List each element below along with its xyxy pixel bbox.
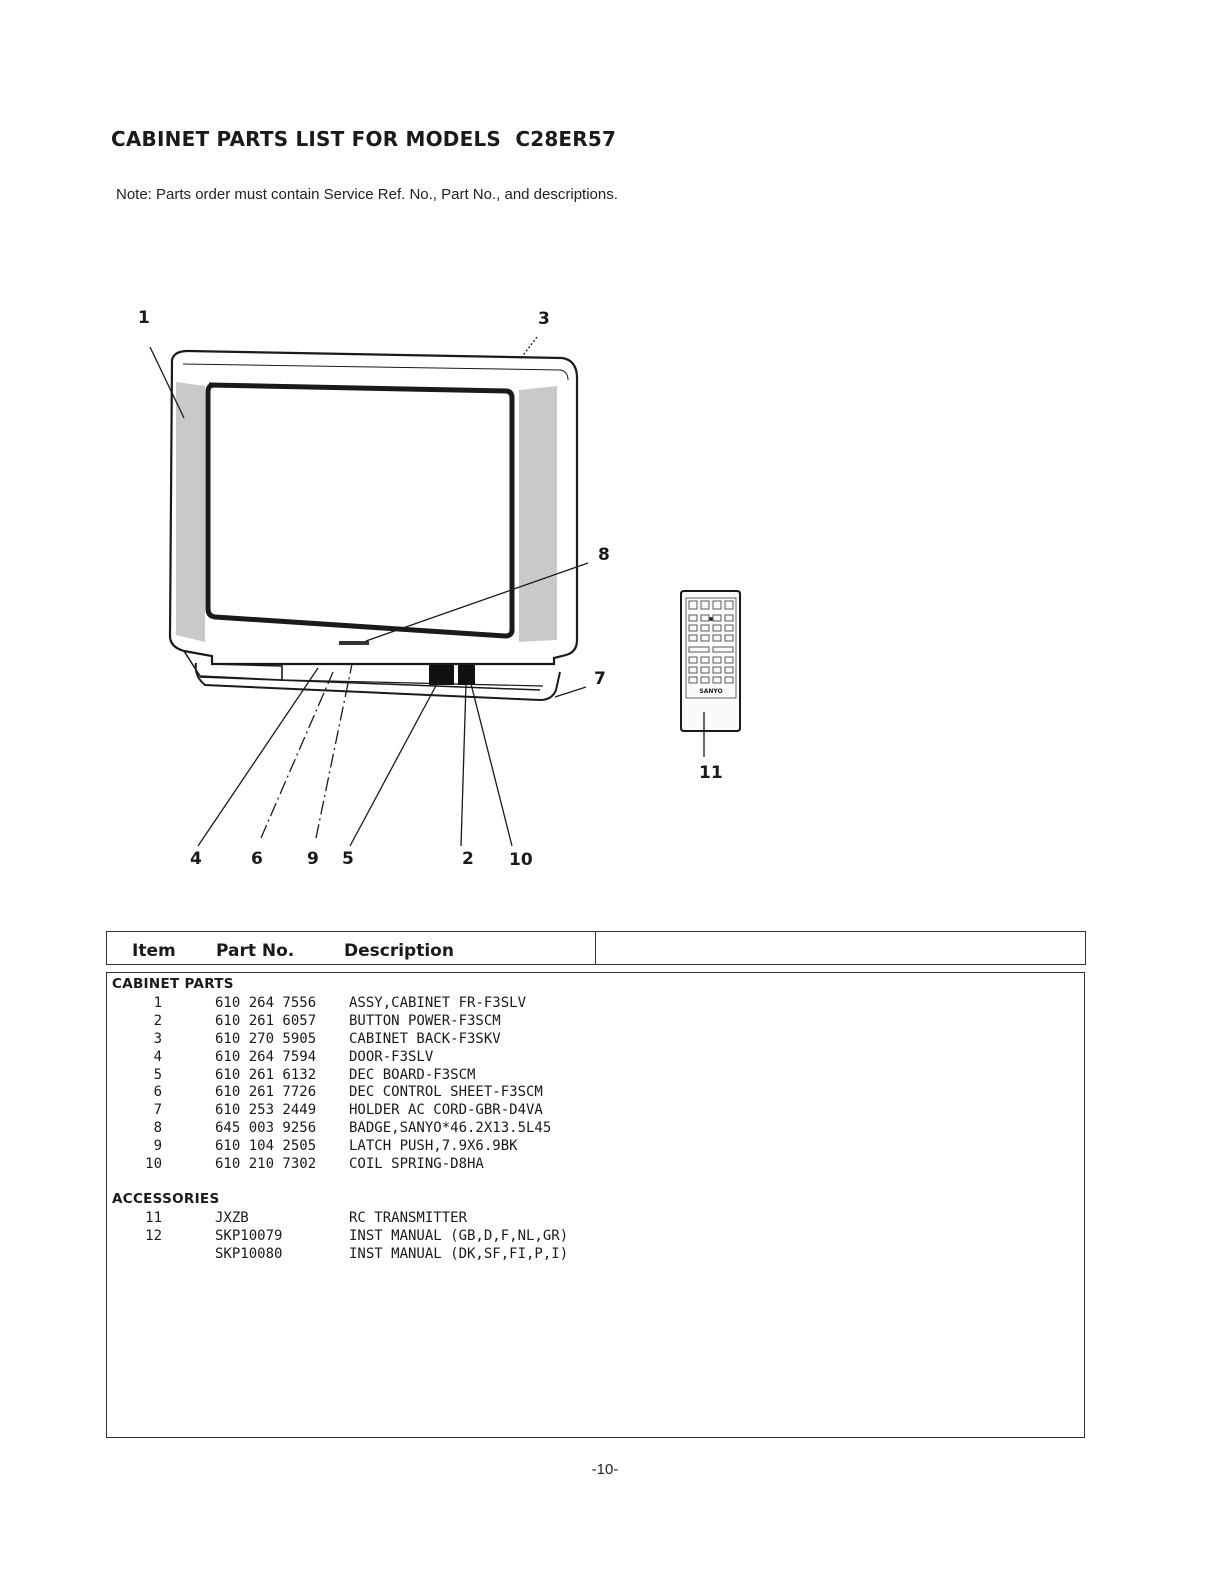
order-note: Note: Parts order must contain Service R… xyxy=(116,186,618,203)
description-cell: RC TRANSMITTER xyxy=(349,1209,468,1226)
item-cell: 5 xyxy=(153,1066,162,1083)
header-item: Item xyxy=(132,941,176,961)
table-row: 6 610 261 7726 DEC CONTROL SHEET-F3SCM xyxy=(107,1083,807,1101)
table-row: 11 JXZB RC TRANSMITTER xyxy=(107,1209,807,1227)
part-number-cell: 610 261 7726 xyxy=(215,1084,317,1101)
header-description: Description xyxy=(344,941,454,961)
description-cell: DEC CONTROL SHEET-F3SCM xyxy=(349,1084,543,1101)
header-divider xyxy=(595,932,596,964)
description-cell: BADGE,SANYO*46.2X13.5L45 xyxy=(349,1120,552,1137)
callout-8: 8 xyxy=(598,545,610,565)
part-number-cell: 610 261 6057 xyxy=(215,1012,317,1029)
description-cell: INST MANUAL (GB,D,F,NL,GR) xyxy=(349,1227,569,1244)
description-cell: CABINET BACK-F3SKV xyxy=(349,1030,501,1047)
part-number-cell: 610 264 7556 xyxy=(215,994,317,1011)
callout-9: 9 xyxy=(307,849,319,869)
table-row: 7 610 253 2449 HOLDER AC CORD-GBR-D4VA xyxy=(107,1101,807,1119)
parts-table-header: Item Part No. Description xyxy=(106,931,1086,965)
item-cell: 7 xyxy=(153,1102,162,1119)
table-row: 10 610 210 7302 COIL SPRING-D8HA xyxy=(107,1155,807,1173)
item-cell: 9 xyxy=(153,1138,162,1155)
table-row: 12 SKP10079 INST MANUAL (GB,D,F,NL,GR) xyxy=(107,1227,807,1245)
item-cell: 10 xyxy=(145,1156,162,1172)
item-cell: 2 xyxy=(153,1012,162,1029)
callout-1: 1 xyxy=(138,308,150,328)
callout-2: 2 xyxy=(462,849,474,869)
table-row: 5 610 261 6132 DEC BOARD-F3SCM xyxy=(107,1066,807,1084)
callout-11: 11 xyxy=(699,763,723,783)
part-number-cell: 610 253 2449 xyxy=(215,1102,317,1119)
callout-10: 10 xyxy=(509,850,533,870)
description-cell: COIL SPRING-D8HA xyxy=(349,1156,484,1172)
table-row: 4 610 264 7594 DOOR-F3SLV xyxy=(107,1048,807,1066)
description-cell: LATCH PUSH,7.9X6.9BK xyxy=(349,1138,518,1155)
table-row: 1 610 264 7556 ASSY,CABINET FR-F3SLV xyxy=(107,994,807,1012)
item-cell: 8 xyxy=(153,1120,162,1137)
part-number-cell: 610 261 6132 xyxy=(215,1066,317,1083)
part-number-cell: 645 003 9256 xyxy=(215,1120,317,1137)
remote-control: SANYO xyxy=(680,590,741,732)
description-cell: INST MANUAL (DK,SF,FI,P,I) xyxy=(349,1245,569,1262)
part-number-cell: 610 210 7302 xyxy=(215,1156,317,1172)
exploded-view-diagram: SANYO 1 3 8 7 11 4 6 9 5 2 10 xyxy=(138,308,741,870)
item-cell: 11 xyxy=(145,1209,162,1226)
callout-4: 4 xyxy=(190,849,202,869)
page-number: -10- xyxy=(591,1461,619,1478)
part-number-cell: 610 104 2505 xyxy=(215,1138,317,1155)
right-speaker-grille xyxy=(519,386,557,642)
item-cell: 1 xyxy=(153,994,162,1011)
part-number-cell: JXZB xyxy=(215,1209,249,1226)
section-label: CABINET PARTS xyxy=(112,976,234,992)
sanyo-badge xyxy=(339,641,369,645)
part-number-cell: SKP10080 xyxy=(215,1245,283,1262)
table-row: 3 610 270 5905 CABINET BACK-F3SKV xyxy=(107,1030,807,1048)
table-row: 9 610 104 2505 LATCH PUSH,7.9X6.9BK xyxy=(107,1137,807,1155)
remote-brand-label: SANYO xyxy=(699,688,722,695)
item-cell: 3 xyxy=(153,1030,162,1047)
description-cell: DEC BOARD-F3SCM xyxy=(349,1066,476,1083)
table-row: 2 610 261 6057 BUTTON POWER-F3SCM xyxy=(107,1012,807,1030)
callout-3: 3 xyxy=(538,309,550,329)
table-row: 8 645 003 9256 BADGE,SANYO*46.2X13.5L45 xyxy=(107,1119,807,1137)
control-button xyxy=(458,665,475,685)
part-number-cell: 610 264 7594 xyxy=(215,1048,317,1065)
header-part-no: Part No. xyxy=(216,941,295,961)
callout-7: 7 xyxy=(594,669,606,689)
callout-6: 6 xyxy=(251,849,263,869)
item-cell: 6 xyxy=(153,1084,162,1101)
leader-lines xyxy=(149,336,705,847)
part-number-cell: 610 270 5905 xyxy=(215,1030,317,1047)
item-cell: 12 xyxy=(145,1227,162,1244)
description-cell: DOOR-F3SLV xyxy=(349,1048,434,1065)
callout-5: 5 xyxy=(342,849,354,869)
item-cell: 4 xyxy=(153,1048,162,1065)
page-title: CABINET PARTS LIST FOR MODELS C28ER57 xyxy=(111,127,617,151)
left-speaker-grille xyxy=(176,382,205,642)
section-label: ACCESSORIES xyxy=(112,1190,220,1207)
power-button xyxy=(429,665,454,685)
parts-table-body: CABINET PARTS 1 610 264 7556 ASSY,CABINET F… xyxy=(106,972,1085,1438)
table-row: SKP10080 INST MANUAL (DK,SF,FI,P,I) xyxy=(107,1245,807,1263)
callout-numbers: 1 3 8 7 11 4 6 9 5 2 10 xyxy=(138,308,723,870)
description-cell: ASSY,CABINET FR-F3SLV xyxy=(349,994,527,1011)
part-number-cell: SKP10079 xyxy=(215,1227,283,1244)
tv-illustration xyxy=(168,349,579,702)
description-cell: BUTTON POWER-F3SCM xyxy=(349,1012,501,1029)
description-cell: HOLDER AC CORD-GBR-D4VA xyxy=(349,1102,543,1119)
